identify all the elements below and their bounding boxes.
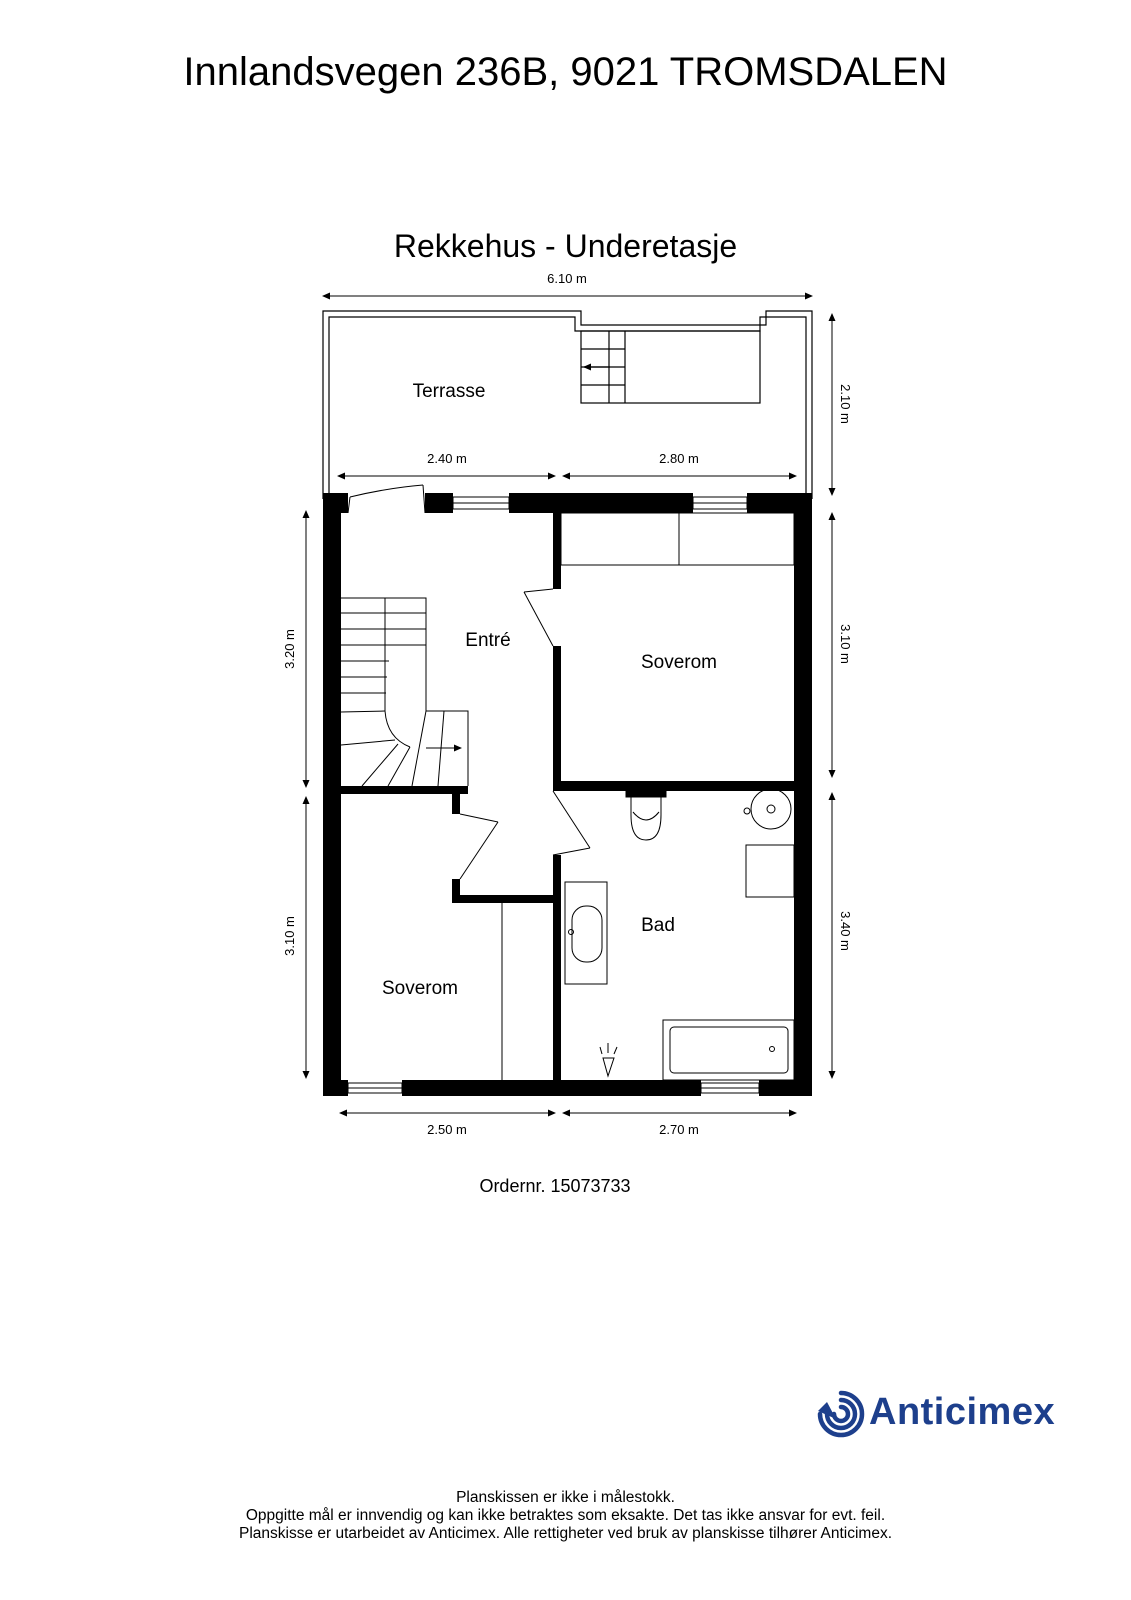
dim-right-lower: 3.40 m: [838, 911, 853, 951]
water-heater-icon: [750, 788, 792, 830]
dim-top-right: 2.80 m: [659, 451, 699, 466]
brand-logo: Anticimex: [816, 1389, 1076, 1439]
toilet-icon: [632, 811, 660, 821]
floor-drain-icon: [602, 1057, 615, 1078]
dimension-lines: [302, 292, 836, 1117]
room-label-bedroom-top: Soverom: [641, 652, 717, 673]
staircase: [340, 597, 469, 787]
room-label-entry: Entré: [465, 630, 510, 651]
dimension-labels: 6.10 m 2.40 m 2.80 m 2.50 m 2.70 m 2.10 …: [282, 271, 853, 1137]
dim-left-upper: 3.20 m: [282, 629, 297, 669]
bathtub-icon: [662, 1019, 795, 1081]
disclaimer-line-1: Planskissen er ikke i målestokk.: [456, 1489, 675, 1506]
dim-bottom-right: 2.70 m: [659, 1122, 699, 1137]
dim-terrace-depth: 2.10 m: [838, 384, 853, 424]
terrace: [322, 310, 813, 499]
dim-total-width: 6.10 m: [547, 271, 587, 286]
dim-bottom-left: 2.50 m: [427, 1122, 467, 1137]
disclaimer: Planskissen er ikke i målestokk. Oppgitt…: [0, 1489, 1131, 1543]
bathroom-fixtures: [564, 788, 795, 1081]
windows: [347, 496, 760, 1094]
room-labels: Terrasse Entré Soverom Bad Soverom: [382, 381, 717, 999]
brand-name: Anticimex: [869, 1391, 1056, 1433]
disclaimer-line-2: Oppgitte mål er innvendig og kan ikke be…: [245, 1507, 886, 1524]
room-label-bedroom-bottom: Soverom: [382, 978, 458, 999]
outer-walls: [323, 493, 812, 1096]
order-number: Ordernr. 15073733: [479, 1176, 631, 1196]
wardrobes: [501, 512, 795, 1080]
floor-title: Rekkehus - Underetasje: [393, 228, 738, 264]
address-title: Innlandsvegen 236B, 9021 TROMSDALEN: [183, 50, 948, 94]
room-label-terrace: Terrasse: [413, 381, 486, 402]
room-label-bathroom: Bad: [641, 915, 675, 936]
disclaimer-line-3: Planskisse er utarbeidet av Anticimex. A…: [238, 1525, 892, 1542]
interior-walls: [341, 513, 794, 1080]
interior-doors: [459, 588, 591, 880]
entrance-door: [347, 484, 426, 514]
anticimex-logo-icon: [817, 1390, 865, 1438]
sink-icon: [564, 881, 608, 985]
dim-left-lower: 3.10 m: [282, 916, 297, 956]
dim-top-left: 2.40 m: [427, 451, 467, 466]
dim-right-upper: 3.10 m: [838, 624, 853, 664]
